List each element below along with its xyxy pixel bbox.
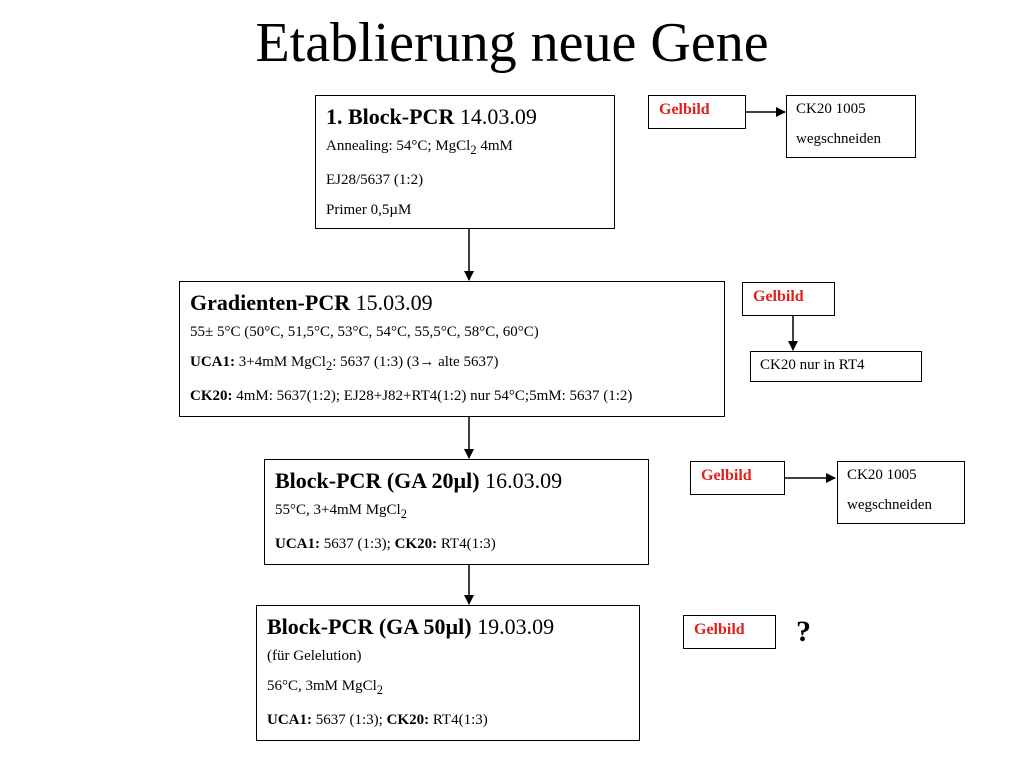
step-heading: Block-PCR (GA 20µl) 16.03.09 [275,466,638,496]
step-date: 15.03.09 [355,290,433,315]
gel-image-box-2: Gelbild [742,282,835,316]
step-date: 16.03.09 [485,468,563,493]
step-box-block-pcr-1: 1. Block-PCR 14.03.09 Annealing: 54°C; M… [315,95,615,229]
step-name: 1. Block-PCR [326,104,455,129]
gel-image-box-3: Gelbild [690,461,785,495]
note-ck20-rt4: CK20 nur in RT4 [750,351,922,382]
gel-image-box-4: Gelbild [683,615,776,649]
step-temperature-line: 55± 5°C (50°C, 51,5°C, 53°C, 54°C, 55,5°… [190,324,539,340]
step-date: 19.03.09 [477,614,555,639]
step-conditions-line: 56°C, 3mM MgCl2 [267,678,384,697]
step-ck20-line: CK20: 4mM: 5637(1:2); EJ28+J82+RT4(1:2) … [190,388,633,404]
step-annealing-line: Annealing: 54°C; MgCl2 4mM [326,138,513,157]
step-name: Block-PCR (GA 50µl) [267,614,472,639]
note-ck20-cut-2: CK20 1005 wegschneiden [837,461,965,524]
step-conditions-line: 55°C, 3+4mM MgCl2 [275,502,407,521]
step-primer-line: Primer 0,5µM [326,202,412,218]
step-sample-line: EJ28/5637 (1:2) [326,172,424,188]
step-name: Gradienten-PCR [190,290,351,315]
arrow-glyph: → [419,354,435,370]
step-heading: Block-PCR (GA 50µl) 19.03.09 [267,612,629,642]
step-name: Block-PCR (GA 20µl) [275,468,480,493]
step-uca1-line: UCA1: 3+4mM MgCl2: 5637 (1:3) (3→ alte 5… [190,354,499,373]
step-box-block-pcr-20ul: Block-PCR (GA 20µl) 16.03.09 55°C, 3+4mM… [264,459,649,565]
step-date: 14.03.09 [459,104,537,129]
step-samples-line: UCA1: 5637 (1:3); CK20: RT4(1:3) [275,536,496,552]
gel-image-box-1: Gelbild [648,95,746,129]
step-box-gradienten-pcr: Gradienten-PCR 15.03.09 55± 5°C (50°C, 5… [179,281,725,417]
step-purpose-line: (für Gelelution) [267,648,362,664]
step-samples-line: UCA1: 5637 (1:3); CK20: RT4(1:3) [267,712,488,728]
note-ck20-cut-1: CK20 1005 wegschneiden [786,95,916,158]
step-box-block-pcr-50ul: Block-PCR (GA 50µl) 19.03.09 (für Gelelu… [256,605,640,741]
page-title: Etablierung neue Gene [255,12,769,74]
step-heading: 1. Block-PCR 14.03.09 [326,102,604,132]
question-mark: ? [796,615,811,648]
step-heading: Gradienten-PCR 15.03.09 [190,288,714,318]
